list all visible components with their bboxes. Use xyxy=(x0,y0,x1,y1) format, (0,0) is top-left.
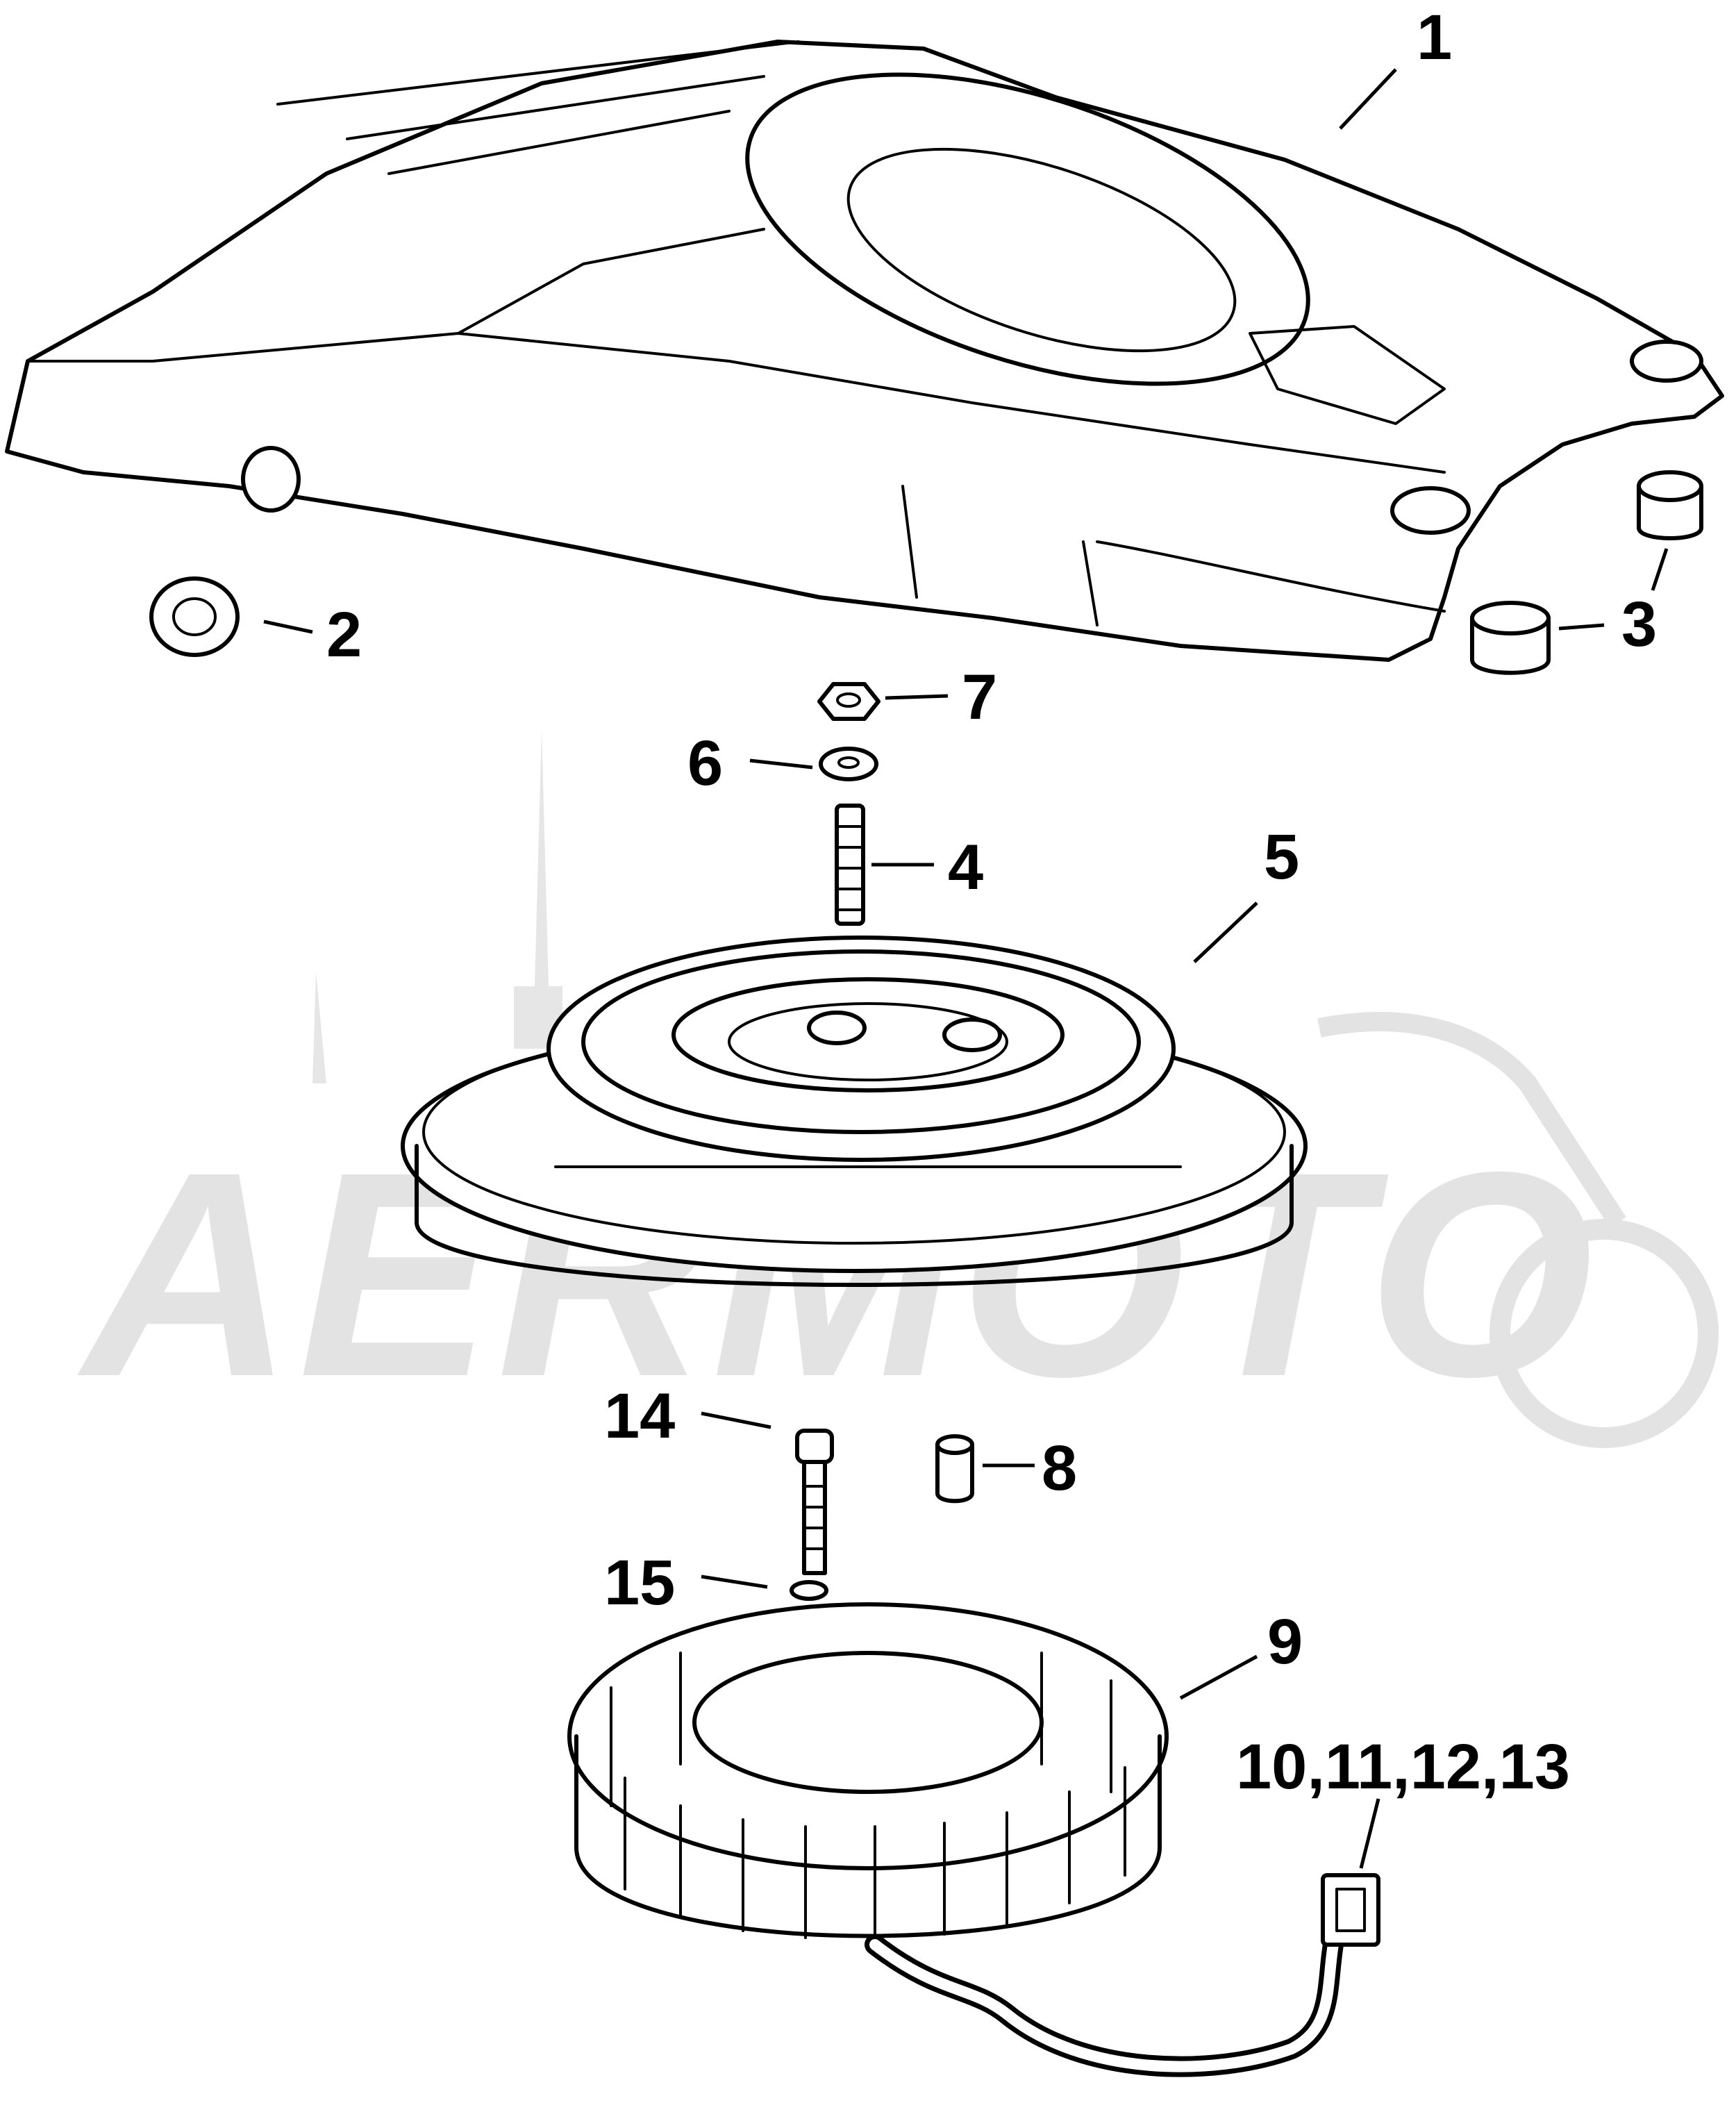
flywheel-cover xyxy=(5,40,1724,662)
leader-7 xyxy=(885,694,949,700)
rubber-mount-lower xyxy=(1470,601,1551,675)
callout-5: 5 xyxy=(1264,822,1299,892)
leader-2 xyxy=(263,620,313,634)
callout-9: 9 xyxy=(1267,1606,1303,1677)
washer xyxy=(819,747,878,781)
leader-15 xyxy=(701,1574,768,1589)
rubber-mount-upper xyxy=(1637,470,1703,540)
leader-14 xyxy=(701,1411,771,1429)
callout-15: 15 xyxy=(604,1547,675,1618)
leader-9 xyxy=(1179,1654,1258,1700)
callout-10-13: 10,11,12,13 xyxy=(1236,1731,1570,1802)
stator xyxy=(567,1602,1169,1939)
callout-6: 6 xyxy=(687,728,723,799)
dowel-pin xyxy=(935,1434,974,1504)
callout-14: 14 xyxy=(604,1381,675,1452)
grommet xyxy=(149,576,240,657)
wire-harness xyxy=(865,1873,1380,2077)
callout-8: 8 xyxy=(1042,1433,1077,1504)
callout-7: 7 xyxy=(962,662,997,733)
leader-10-13 xyxy=(1359,1798,1380,1869)
stud xyxy=(835,804,865,926)
bolt xyxy=(795,1429,834,1575)
callout-1: 1 xyxy=(1417,2,1452,73)
leader-6 xyxy=(749,758,813,770)
leader-3a xyxy=(1651,548,1669,591)
callout-4: 4 xyxy=(948,832,983,903)
flywheel xyxy=(401,936,1308,1287)
callout-3: 3 xyxy=(1621,589,1657,660)
leader-3b xyxy=(1558,623,1605,631)
hex-nut xyxy=(817,682,880,721)
leader-5 xyxy=(1193,901,1258,963)
leader-1 xyxy=(1339,68,1397,130)
callout-2: 2 xyxy=(326,599,362,670)
bolt-washer xyxy=(790,1580,828,1601)
